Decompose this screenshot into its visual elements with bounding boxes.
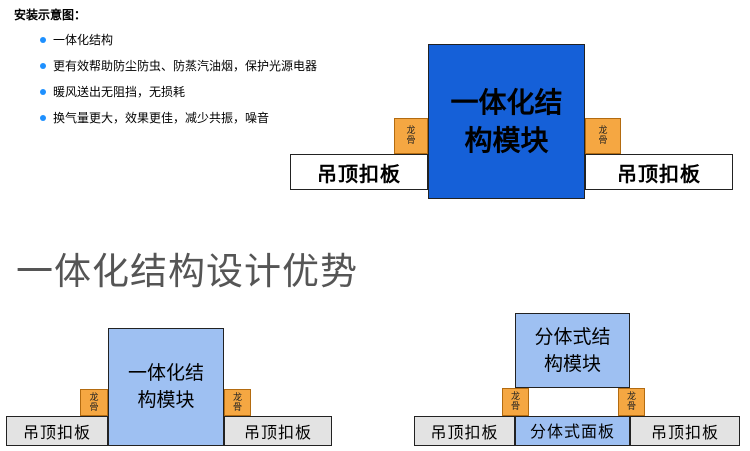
section-title: 一体化结构设计优势	[16, 250, 358, 293]
bullet-dot-icon	[40, 115, 46, 121]
list-item: 换气量更大，效果更佳，减少共振，噪音	[40, 111, 317, 137]
top-left-keel: 龙骨	[394, 118, 428, 154]
bullet-dot-icon	[40, 89, 46, 95]
top-right-keel: 龙骨	[585, 118, 621, 154]
list-item: 更有效帮助防尘防虫、防蒸汽油烟，保护光源电器	[40, 59, 317, 85]
feature-list: 一体化结构 更有效帮助防尘防虫、防蒸汽油烟，保护光源电器 暖风送出无阻挡，无损耗…	[40, 33, 317, 137]
bottom-left-ceiling-panel-left: 吊顶扣板	[6, 416, 108, 446]
top-integrated-module: 一体化结 构模块	[428, 44, 585, 199]
bottom-right-split-panel: 分体式面板	[515, 416, 630, 446]
list-item: 一体化结构	[40, 33, 317, 59]
top-right-ceiling-panel: 吊顶扣板	[585, 154, 733, 190]
bottom-left-keel-left: 龙骨	[80, 389, 108, 416]
bottom-right-ceiling-panel-left: 吊顶扣板	[414, 416, 515, 446]
heading: 安装示意图：	[14, 8, 87, 22]
bottom-right-keel-left: 龙骨	[502, 388, 529, 416]
bottom-left-ceiling-panel-right: 吊顶扣板	[224, 416, 332, 446]
bullet-dot-icon	[40, 63, 46, 69]
bottom-right-keel-right: 龙骨	[618, 388, 645, 416]
bottom-right-split-module: 分体式结 构模块	[515, 313, 630, 388]
list-item: 暖风送出无阻挡，无损耗	[40, 85, 317, 111]
bottom-left-keel-right: 龙骨	[224, 389, 251, 416]
bottom-right-ceiling-panel-right: 吊顶扣板	[630, 416, 740, 446]
bullet-dot-icon	[40, 37, 46, 43]
top-left-ceiling-panel: 吊顶扣板	[290, 154, 428, 190]
bottom-left-integrated-module: 一体化结 构模块	[108, 328, 224, 446]
